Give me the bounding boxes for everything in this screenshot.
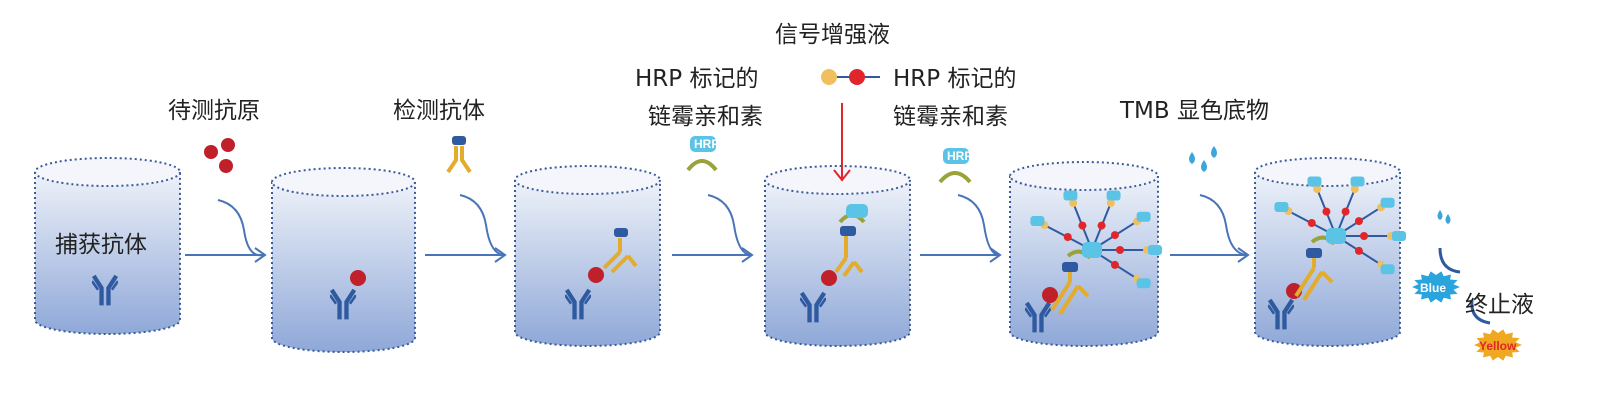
well-1: [34, 157, 181, 335]
hrp-streptavidin-icon: HRP: [686, 136, 719, 172]
hrp-streptavidin-label-1a: HRP 标记的: [635, 66, 758, 92]
antigen-icon: [588, 267, 604, 283]
color-change-arrow: [1438, 247, 1461, 274]
well-4: [764, 165, 911, 347]
svg-text:Blue: Blue: [1420, 281, 1446, 295]
hrp-streptavidin-label-2b: 链霉亲和素: [893, 104, 1008, 130]
antigen-icon: [204, 138, 235, 173]
antigen-label: 待测抗原: [168, 98, 260, 124]
hrp-complex-icon: [834, 204, 868, 278]
enhancer-reagent-icon: [821, 69, 880, 85]
hrp-streptavidin-icon: HRP: [938, 148, 972, 184]
tmb-drops-icon: [1437, 210, 1451, 224]
antigen-icon: [1042, 287, 1058, 303]
yellow-badge: Yellow: [1474, 329, 1522, 361]
svg-text:Yellow: Yellow: [1479, 339, 1517, 353]
antigen-icon: [350, 270, 366, 286]
amplified-hrp-complex-icon: [1030, 190, 1162, 316]
hrp-streptavidin-label-2a: HRP 标记的: [893, 66, 1016, 92]
blue-badge: Blue: [1412, 271, 1460, 303]
process-arrow-4: [920, 194, 1002, 263]
capture-antibody-label: 捕获抗体: [55, 232, 147, 258]
stop-arrow: [1470, 299, 1491, 325]
svg-text:HRP: HRP: [694, 137, 719, 151]
hrp-streptavidin-label-1b: 链霉亲和素: [648, 104, 763, 130]
well-3: [514, 165, 661, 347]
amplified-hrp-complex-icon: [1274, 176, 1406, 302]
process-arrow-2: [425, 194, 507, 263]
detection-antibody-icon: [446, 136, 472, 174]
detection-antibody-label: 检测抗体: [393, 98, 485, 124]
detection-antibody-icon: [602, 228, 638, 274]
process-arrow-5: [1170, 194, 1250, 263]
signal-enhancer-label: 信号增强液: [775, 22, 890, 48]
well-2: [271, 167, 416, 353]
antigen-icon: [821, 270, 837, 286]
process-arrow-1: [185, 199, 267, 263]
tmb-drops-icon: [1189, 146, 1217, 172]
process-arrow-3: [672, 194, 754, 263]
stop-solution-label: 终止液: [1465, 292, 1534, 318]
svg-text:HRP: HRP: [947, 149, 972, 163]
tmb-substrate-label: TMB 显色底物: [1119, 98, 1269, 124]
